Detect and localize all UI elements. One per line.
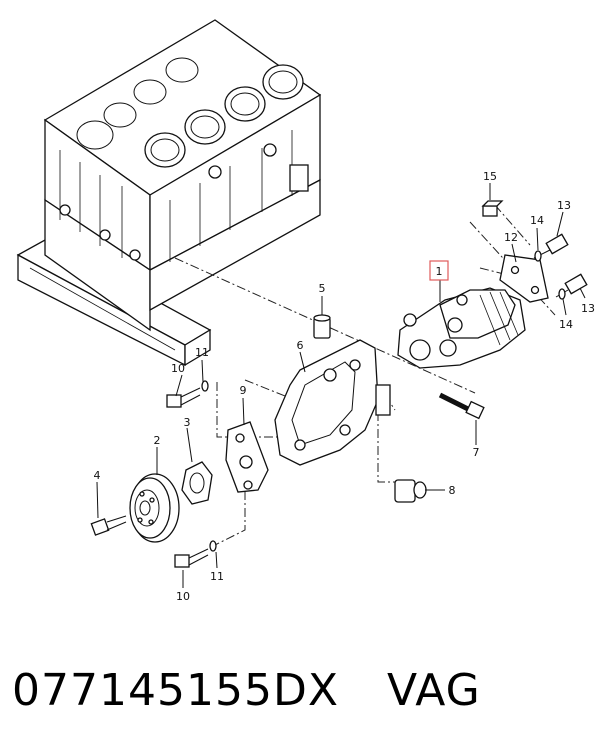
callout-1[interactable]: 1 [436,265,443,278]
callout-8[interactable]: 8 [449,484,456,497]
callout-1-highlight-box [429,260,449,281]
part-4-bolt [90,515,127,536]
leader-lines [96,183,586,588]
part-13-bolt-upper [533,233,569,259]
part-8-fitting [394,479,442,503]
part-6-mounting-bracket [274,339,391,466]
callout-6[interactable]: 6 [297,339,304,352]
callout-14-upper[interactable]: 14 [530,214,544,227]
part-3-flange [181,461,213,505]
callout-13-lower[interactable]: 13 [581,302,595,315]
part-15-nut [481,200,504,217]
part-11-washer-lower [209,540,217,552]
callout-11-upper[interactable]: 11 [195,346,209,359]
callout-7[interactable]: 7 [473,446,480,459]
callout-2[interactable]: 2 [154,434,161,447]
callout-10-lower[interactable]: 10 [176,590,190,603]
part-1-power-steering-pump [397,287,526,369]
part-7-bolt [438,392,485,420]
part-number: 077145155DX [12,664,339,716]
exploded-parts-diagram: 1 2 3 4 5 6 7 8 9 10 10 11 11 12 13 13 1… [16,19,596,603]
footer-caption: 077145155DX VAG [12,650,592,730]
part-5-spacer-sleeve [313,314,331,339]
part-2-pulley [129,473,180,543]
callout-5[interactable]: 5 [319,282,326,295]
part-12-bracket [499,254,549,303]
callout-9[interactable]: 9 [240,384,247,397]
callout-10-upper[interactable]: 10 [171,362,185,375]
callout-15[interactable]: 15 [483,170,497,183]
part-9-plate [225,421,269,493]
part-10-bolt-lower [174,548,209,568]
callout-3[interactable]: 3 [184,416,191,429]
callout-13-upper[interactable]: 13 [557,199,571,212]
callout-14-lower[interactable]: 14 [559,318,573,331]
callout-11-lower[interactable]: 11 [210,570,224,583]
part-10-bolt-upper [166,387,201,408]
callout-4[interactable]: 4 [94,469,101,482]
brand-name: VAG [386,664,481,716]
callout-labels: 1 2 3 4 5 6 7 8 9 10 10 11 11 12 13 13 1… [94,170,596,603]
callout-12[interactable]: 12 [504,231,518,244]
part-11-washer-upper [201,380,209,392]
engine-block [16,19,322,367]
part-14-washer-upper [534,250,542,262]
part-14-washer-lower [558,288,566,300]
